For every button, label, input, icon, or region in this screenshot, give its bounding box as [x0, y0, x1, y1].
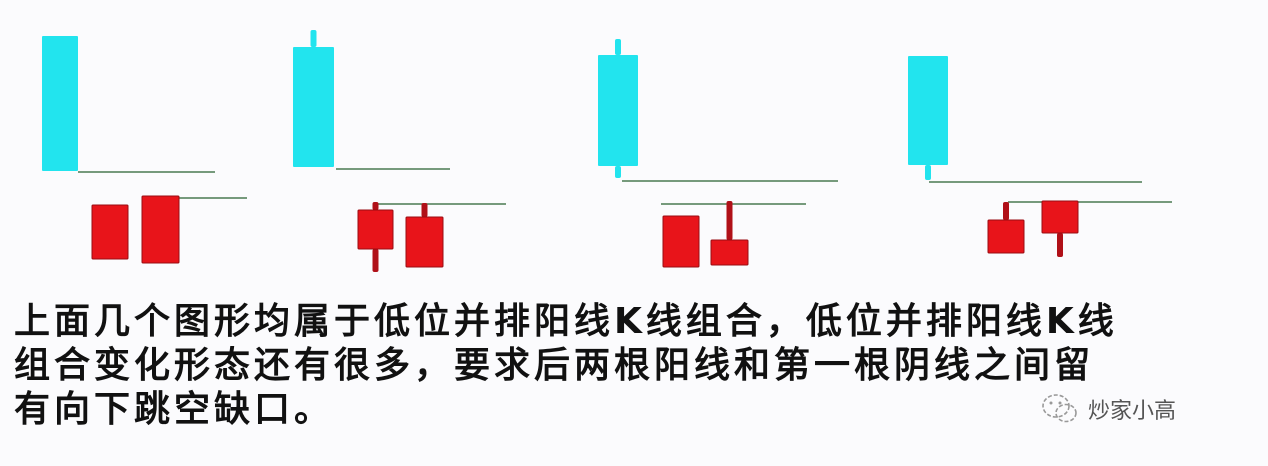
bullish-candle — [405, 203, 444, 268]
watermark-text: 炒家小高 — [1088, 399, 1177, 424]
bullish-candle — [987, 202, 1025, 254]
candle-body — [405, 216, 444, 268]
candle-body — [91, 204, 129, 260]
watermark: 炒家小高 — [1040, 392, 1176, 426]
upper-wick — [310, 30, 317, 47]
upper-wick — [1003, 202, 1009, 220]
pattern-2 — [293, 30, 506, 272]
upper-wick — [372, 202, 379, 210]
bullish-candle — [662, 215, 700, 268]
pattern-4 — [908, 56, 1172, 257]
candlestick-diagram — [42, 30, 1172, 272]
candle-body — [1041, 200, 1079, 234]
caption-line-2: 组合变化形态还有很多，要求后两根阳线和第一根阴线之间留 — [14, 345, 1095, 386]
candle-body — [710, 239, 749, 266]
candle-body — [598, 55, 638, 166]
lower-wick — [615, 166, 621, 178]
bearish-candle — [293, 30, 334, 167]
candle-body — [293, 47, 334, 167]
pattern-1 — [42, 36, 247, 264]
upper-wick — [726, 201, 733, 240]
lower-wick — [925, 165, 931, 180]
candle-body — [987, 219, 1025, 254]
bearish-candle — [908, 56, 948, 180]
caption: 上面几个图形均属于低位并排阳线K线组合，低位并排阳线K线 组合变化形态还有很多，… — [14, 300, 1254, 432]
lower-wick — [1057, 233, 1063, 257]
candle-body — [42, 36, 78, 171]
bullish-candle — [1041, 200, 1079, 257]
bullish-candle — [91, 204, 129, 260]
bullish-candle — [710, 201, 749, 266]
candle-body — [908, 56, 948, 165]
caption-line-1: 上面几个图形均属于低位并排阳线K线组合，低位并排阳线K线 — [14, 301, 1118, 342]
bullish-candle — [357, 202, 394, 272]
caption-line-3: 有向下跳空缺口。 — [14, 389, 335, 430]
candle-body — [662, 215, 700, 268]
bearish-candle — [598, 39, 638, 178]
upper-wick — [615, 39, 621, 55]
candle-body — [357, 209, 394, 250]
wechat-icon — [1040, 392, 1080, 426]
pattern-3 — [598, 39, 838, 268]
bearish-candle — [42, 36, 78, 171]
upper-wick — [421, 203, 428, 217]
bullish-candle — [141, 195, 180, 264]
lower-wick — [372, 249, 379, 272]
candle-body — [141, 195, 180, 264]
